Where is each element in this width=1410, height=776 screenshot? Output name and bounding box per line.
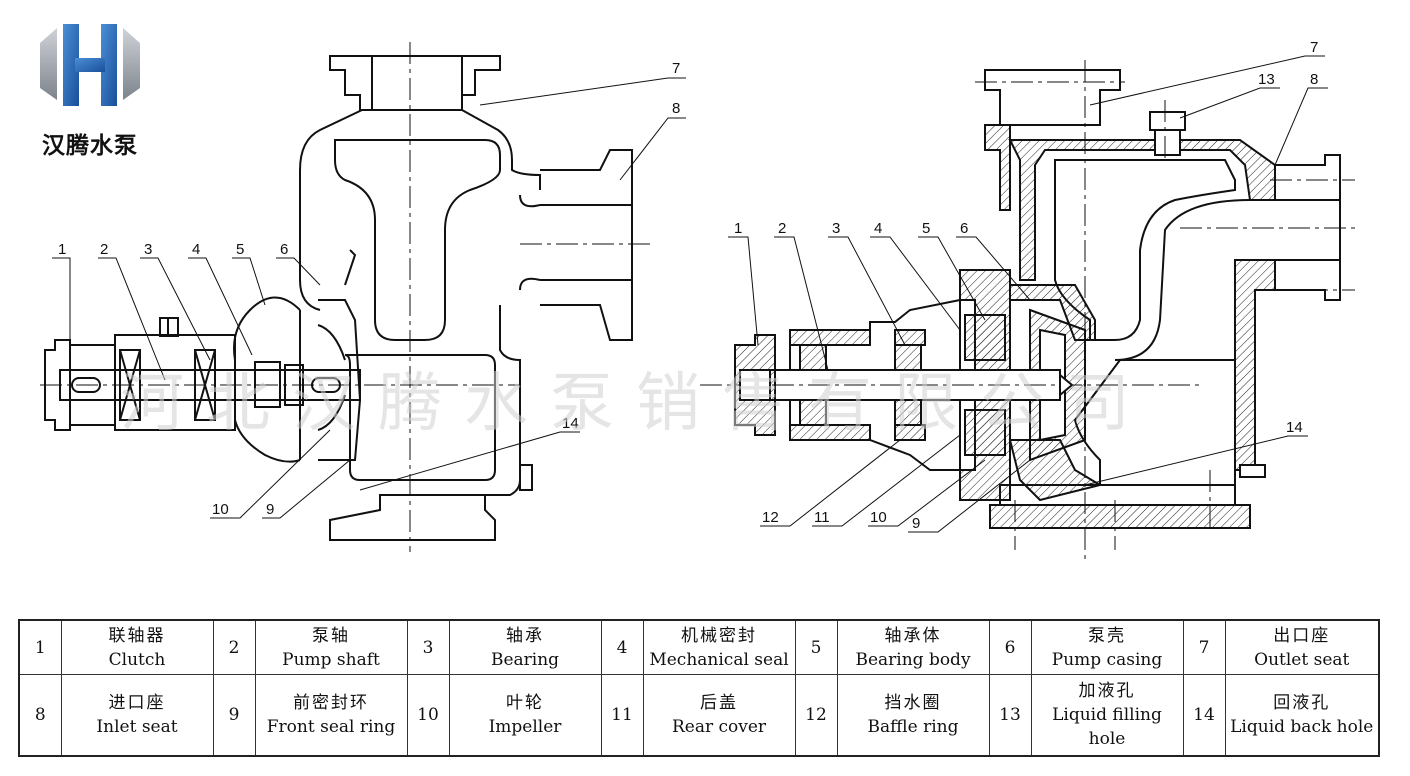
part-number: 11 <box>600 674 644 757</box>
part-name-zh: 轴承 <box>506 625 544 646</box>
left-callout-leaders <box>52 77 686 519</box>
part-name: 后盖 Rear cover <box>642 674 796 757</box>
part-name-zh: 加液孔 <box>1078 681 1136 702</box>
part-name: 泵轴 Pump shaft <box>254 619 408 676</box>
table-row: 1 联轴器 Clutch 2 泵轴 Pump shaft 3 轴承 Bearing 4… <box>18 619 1380 676</box>
left-callout: 1 <box>58 241 66 258</box>
part-name-zh: 叶轮 <box>506 693 544 714</box>
left-callout: 3 <box>144 241 152 258</box>
part-number: 13 <box>988 674 1032 757</box>
part-name: 出口座 Outlet seat <box>1224 619 1380 676</box>
part-name-en: Liquid back hole <box>1230 717 1374 738</box>
part-name-en: Bearing <box>490 649 560 670</box>
right-callout: 1 <box>734 220 742 237</box>
part-name-en: Inlet seat <box>96 717 178 738</box>
part-name-en: Bearing body <box>855 649 971 670</box>
left-callout: 4 <box>192 241 200 258</box>
part-name: 机械密封 Mechanical seal <box>642 619 796 676</box>
part-number: 12 <box>794 674 838 757</box>
part-name-zh: 进口座 <box>108 693 166 714</box>
part-number: 7 <box>1182 619 1226 676</box>
part-name-en: Pump casing <box>1051 649 1163 670</box>
left-callout: 9 <box>266 501 274 518</box>
left-view <box>40 42 650 552</box>
part-name-zh: 前密封环 <box>293 693 369 714</box>
left-callout: 14 <box>562 415 579 432</box>
right-callout-leaders <box>728 55 1328 533</box>
right-callout: 7 <box>1310 39 1318 56</box>
left-callout: 7 <box>672 60 680 77</box>
pump-cross-section-drawing: 1 2 3 4 5 6 7 8 10 9 14 <box>40 39 1355 560</box>
right-callout: 10 <box>870 509 887 526</box>
right-callout: 6 <box>960 220 968 237</box>
right-callout: 4 <box>874 220 882 237</box>
part-name-en: Impeller <box>488 717 562 738</box>
part-name: 轴承体 Bearing body <box>836 619 990 676</box>
left-callout: 2 <box>100 241 108 258</box>
part-name-en: Rear cover <box>671 717 767 738</box>
part-name-en: Liquid filling hole <box>1052 705 1162 750</box>
part-name-zh: 挡水圈 <box>884 693 942 714</box>
part-name-en: Pump shaft <box>282 649 380 670</box>
part-number: 5 <box>794 619 838 676</box>
right-view <box>700 60 1355 560</box>
part-number: 3 <box>406 619 450 676</box>
part-name: 回液孔 Liquid back hole <box>1224 674 1380 757</box>
part-name: 前密封环 Front seal ring <box>254 674 408 757</box>
left-callout: 8 <box>672 100 680 117</box>
part-number: 14 <box>1182 674 1226 757</box>
part-name-zh: 后盖 <box>700 693 738 714</box>
part-name: 轴承 Bearing <box>448 619 602 676</box>
right-callout-labels: 1 2 3 4 5 6 7 13 8 12 11 10 9 14 <box>734 39 1318 532</box>
part-name-en: Outlet seat <box>1254 649 1350 670</box>
part-name-zh: 回液孔 <box>1273 693 1331 714</box>
part-number: 10 <box>406 674 450 757</box>
left-callout-labels: 1 2 3 4 5 6 7 8 10 9 14 <box>58 60 680 518</box>
right-callout: 3 <box>832 220 840 237</box>
part-name-en: Baffle ring <box>867 717 959 738</box>
part-name: 进口座 Inlet seat <box>60 674 214 757</box>
part-number: 6 <box>988 619 1032 676</box>
part-name-zh: 联轴器 <box>108 625 166 646</box>
part-number: 2 <box>212 619 256 676</box>
right-callout: 8 <box>1310 71 1318 88</box>
part-name-zh: 机械密封 <box>681 625 757 646</box>
right-callout: 12 <box>762 509 779 526</box>
part-name-en: Mechanical seal <box>649 649 789 670</box>
right-callout: 9 <box>912 515 920 532</box>
part-name: 挡水圈 Baffle ring <box>836 674 990 757</box>
left-callout: 10 <box>212 501 229 518</box>
part-name-en: Front seal ring <box>266 717 396 738</box>
brand-logo-icon <box>40 24 140 106</box>
part-name: 联轴器 Clutch <box>60 619 214 676</box>
part-name-zh: 轴承体 <box>884 625 942 646</box>
part-name: 加液孔 Liquid filling hole <box>1030 674 1184 757</box>
left-callout: 5 <box>236 241 244 258</box>
right-callout: 13 <box>1258 71 1275 88</box>
part-number: 8 <box>18 674 62 757</box>
part-name: 叶轮 Impeller <box>448 674 602 757</box>
part-name-en: Clutch <box>108 649 166 670</box>
part-number: 1 <box>18 619 62 676</box>
part-name-zh: 泵轴 <box>312 625 350 646</box>
table-row: 8 进口座 Inlet seat 9 前密封环 Front seal ring 10… <box>18 674 1380 757</box>
right-callout: 14 <box>1286 419 1303 436</box>
part-name-zh: 泵壳 <box>1088 625 1126 646</box>
right-callout: 5 <box>922 220 930 237</box>
left-callout: 6 <box>280 241 288 258</box>
parts-table: 1 联轴器 Clutch 2 泵轴 Pump shaft 3 轴承 Bearing 4… <box>18 619 1380 757</box>
part-name: 泵壳 Pump casing <box>1030 619 1184 676</box>
right-callout: 2 <box>778 220 786 237</box>
right-callout: 11 <box>814 509 830 526</box>
part-number: 9 <box>212 674 256 757</box>
brand-name: 汉腾水泵 <box>42 133 138 159</box>
part-number: 4 <box>600 619 644 676</box>
part-name-zh: 出口座 <box>1273 625 1331 646</box>
